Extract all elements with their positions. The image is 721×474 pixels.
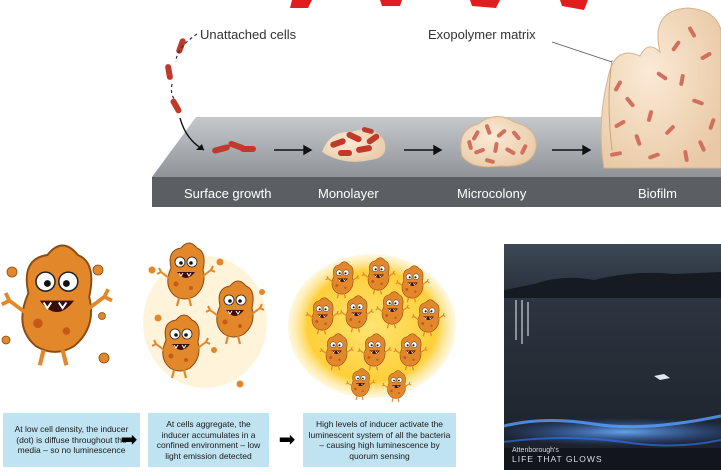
title-line-2: LIFE THAT GLOWS	[512, 454, 603, 464]
title-fragment	[290, 0, 588, 10]
right-arrow-icon: ➡	[278, 427, 296, 451]
surface-front	[152, 177, 721, 207]
quorum-sensing-illustration	[0, 241, 456, 403]
caption-aggregation: At cells aggregate, the inducer accumula…	[148, 413, 269, 467]
bird-silhouette	[654, 374, 670, 380]
documentary-title: Attenborough's LIFE THAT GLOWS	[512, 446, 603, 464]
title-line-1: Attenborough's	[512, 447, 559, 454]
stage-label-surface-growth: Surface growth	[184, 186, 271, 201]
right-arrow-icon: ➡	[120, 427, 138, 451]
microcolony	[460, 116, 537, 168]
biofilm-mushroom	[600, 7, 721, 169]
unattached-cells	[165, 33, 205, 151]
low-density-panel	[2, 246, 112, 366]
callout-exopolymer-matrix: Exopolymer matrix	[428, 27, 536, 42]
stage-label-monolayer: Monolayer	[318, 186, 379, 201]
callout-unattached-cells: Unattached cells	[200, 27, 297, 42]
biofilm-formation-diagram: Unattached cells Exopolymer matrix Surfa…	[152, 0, 721, 207]
caption-quorum-sensing: High levels of inducer activate the lumi…	[303, 413, 456, 467]
night-shore-image	[504, 244, 721, 470]
quorum-glow-panel	[288, 254, 456, 403]
caption-low-density: At low cell density, the inducer (dot) i…	[3, 413, 140, 467]
surface-growth-cells	[212, 140, 256, 154]
stage-arrows	[274, 144, 592, 156]
monolayer-cluster	[322, 127, 386, 162]
bioluminescence-photo: Attenborough's LIFE THAT GLOWS	[504, 244, 721, 470]
stage-label-biofilm: Biofilm	[638, 186, 677, 201]
stage-label-microcolony: Microcolony	[457, 186, 527, 201]
aggregate-panel	[143, 241, 267, 388]
